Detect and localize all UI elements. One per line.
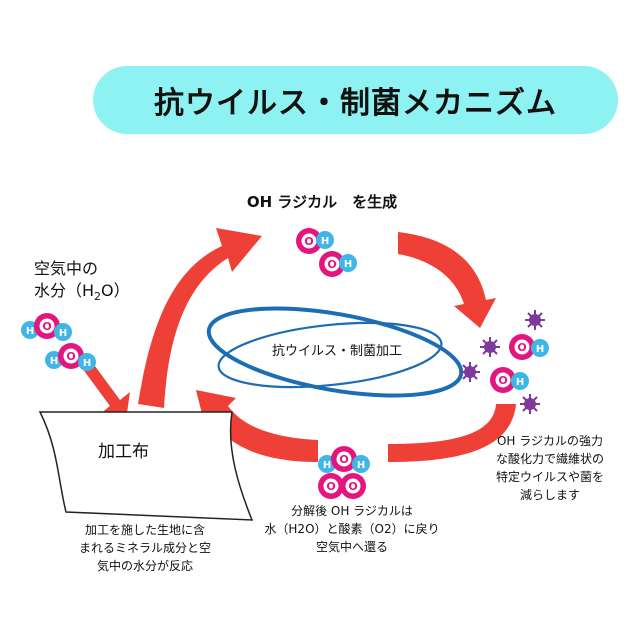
center-label: 抗ウイルス・制菌加工	[271, 344, 402, 359]
fabric-label: 加工布	[98, 442, 149, 462]
oh-radical-right-1	[509, 334, 549, 360]
center-rings	[206, 306, 464, 398]
oxidation-caption: OH ラジカルの強力な酸化力で繊維状の特定ウイルスや菌を減らします	[495, 434, 604, 502]
arrow-bottom-left	[388, 404, 516, 462]
oh-radical-right-2	[490, 367, 529, 393]
virus-icons	[459, 309, 546, 415]
decomposition-caption: 分解後 OH ラジカルは水（H2O）と酸素（O2）に戻り空気中へ還る	[264, 504, 440, 554]
page-title: 抗ウイルス・制菌メカニズム	[154, 86, 557, 121]
title-banner: 抗ウイルス・制菌メカニズム	[93, 66, 618, 134]
water-molecule-2	[45, 343, 96, 371]
arrow-right-to-left	[196, 390, 318, 462]
oh-radical-top-2	[319, 251, 357, 277]
arrow-air-to-fabric	[82, 362, 130, 420]
oxygen-molecule-bottom	[318, 473, 366, 499]
water-molecule-1	[21, 313, 72, 341]
arrow-left-up	[138, 228, 262, 408]
air-moisture-label: 空気中の 水分（H2O）	[34, 258, 130, 305]
oh-radical-top-1	[296, 228, 334, 254]
oh-generation-label: OH ラジカル を生成	[246, 193, 398, 211]
fabric-caption: 加工を施した生地に含まれるミネラル成分と空気中の水分が反応	[78, 523, 211, 573]
arrow-top-right	[398, 232, 496, 328]
air-moisture-line2: 水分（H2O）	[34, 280, 130, 303]
fabric-sheet	[38, 411, 254, 521]
water-molecule-bottom	[318, 446, 370, 473]
air-moisture-line1: 空気中の	[34, 259, 99, 278]
